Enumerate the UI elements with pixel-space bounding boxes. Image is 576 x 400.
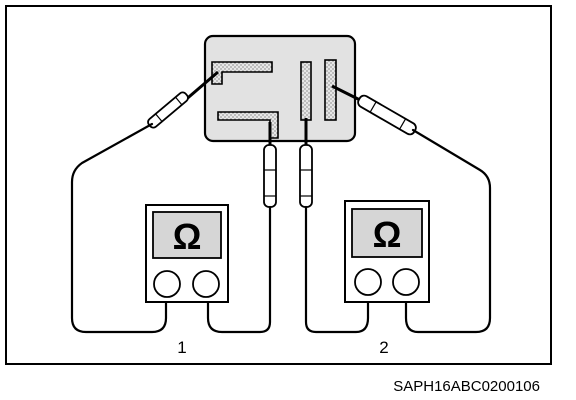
meter1-ohm-symbol: Ω [173, 216, 202, 257]
relay [203, 34, 357, 143]
meter1-probe-vertical [263, 122, 277, 208]
meter2-jack-left [354, 268, 382, 296]
meter1-display [152, 211, 222, 259]
ohmmeter-2: Ω [344, 200, 430, 303]
meter1-jack-right [192, 270, 220, 298]
meter2-ohm-symbol: Ω [373, 214, 402, 255]
meter1-number-label: 1 [177, 338, 186, 357]
meter2-number-label: 2 [379, 338, 388, 357]
meter2-jack-right [392, 268, 420, 296]
relay-terminal-right [324, 59, 337, 121]
figure-frame [5, 5, 552, 365]
meter2-display [351, 208, 423, 258]
meter1-wire-right [206, 205, 272, 334]
meter2-wire-right [404, 128, 492, 334]
figure-code: SAPH16ABC0200106 [393, 378, 540, 395]
meter2-wire-left [304, 205, 370, 334]
relay-terminal-top-left [211, 61, 273, 85]
ohmmeter-1: Ω [145, 204, 229, 303]
meter1-wire-left [70, 122, 168, 334]
relay-terminal-center [300, 61, 312, 121]
meter1-jack-left [153, 270, 181, 298]
